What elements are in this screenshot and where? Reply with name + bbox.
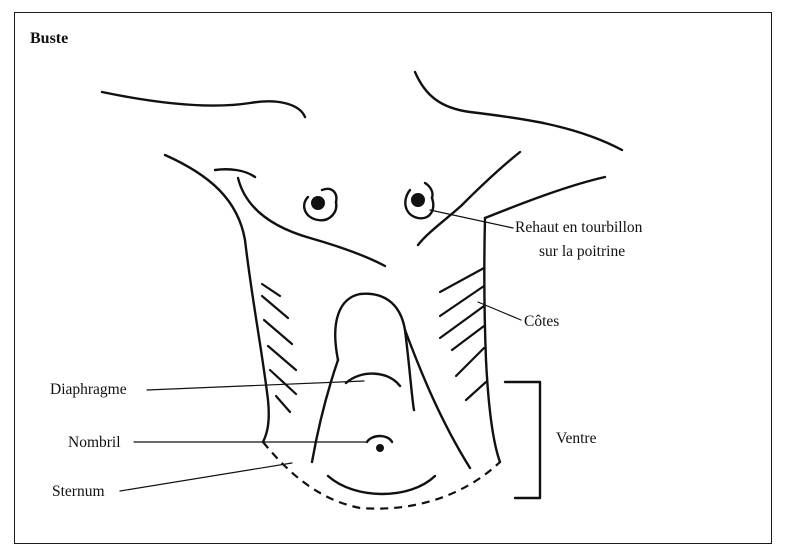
swirl-label-line2: sur la poitrine [539,243,625,260]
sternum-arch [335,294,414,410]
sternum-left-descent [312,360,338,462]
diaphragm-leader-line [147,381,364,390]
right-ribs [440,268,486,400]
left-inner-curve [238,178,385,266]
belly-bracket [505,382,540,498]
right-shoulder-sweep [485,177,605,218]
sternum-leader-line [120,463,292,491]
left-shoulder-line [102,92,305,117]
right-torso-outline [484,218,500,462]
lower-belly-curve [328,476,435,494]
left-chest-line [215,169,255,177]
navel-mark [367,436,392,452]
diaphragm-curve [346,374,400,386]
right-nipple-swirl [405,183,433,218]
navel-label: Nombril [68,434,121,451]
sternum-right-descent [405,330,470,468]
right-shoulder-line [415,72,622,150]
left-nipple-swirl [304,189,336,220]
swirl-label-line1: Rehaut en tourbillon [515,219,643,236]
ribs-label: Côtes [524,313,559,330]
sternum-label: Sternum [52,483,105,500]
belly-label: Ventre [556,430,597,447]
left-torso-outline [165,155,269,442]
diaphragm-label: Diaphragme [50,381,127,398]
bottom-dashed-contour [263,442,500,509]
